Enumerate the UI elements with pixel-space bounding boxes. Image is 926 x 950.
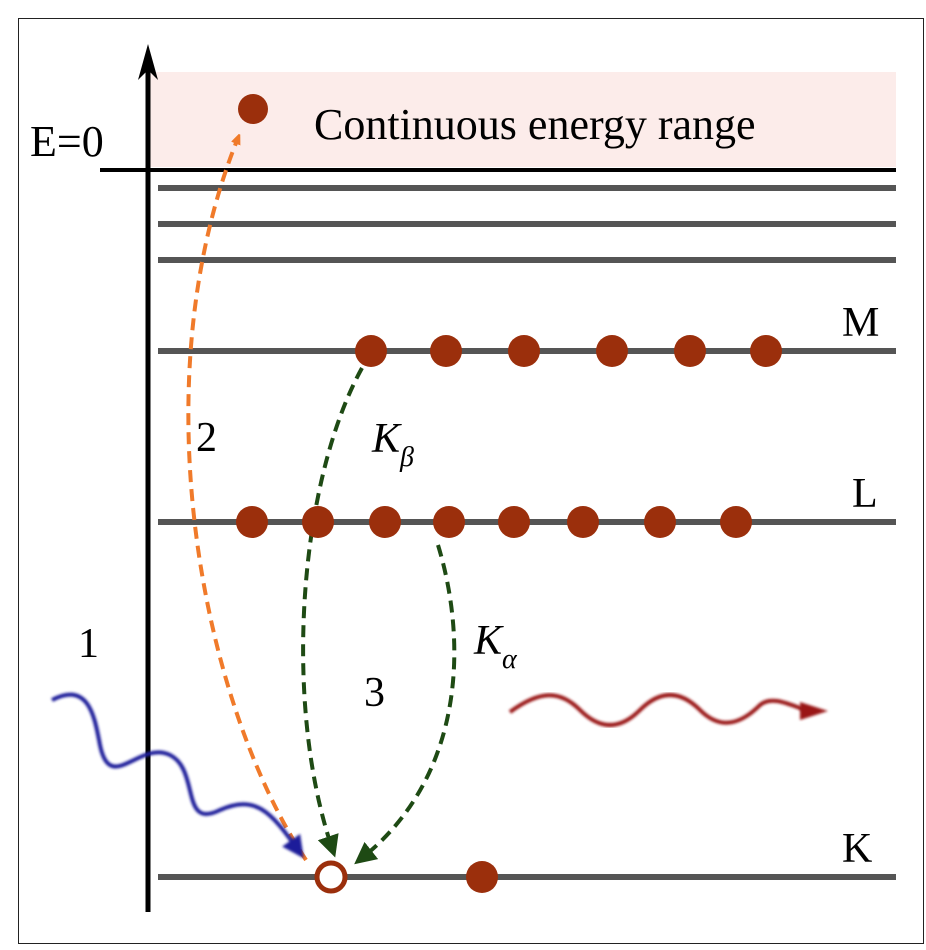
l-electron — [433, 506, 465, 538]
m-electron — [508, 335, 540, 367]
continuum-label: Continuous energy range — [314, 100, 756, 149]
ejected-electron — [238, 94, 268, 124]
l-electron — [236, 506, 268, 538]
step-2-label: 2 — [196, 415, 217, 461]
step-3-label: 3 — [364, 670, 385, 716]
k-shell-label: K — [842, 826, 872, 872]
step-1-label: 1 — [78, 621, 99, 667]
l-shell-electrons — [236, 506, 752, 538]
emitted-photon-arrowhead — [800, 702, 828, 720]
l-electron — [567, 506, 599, 538]
l-shell-label: L — [852, 471, 878, 517]
ionization-arrow — [186, 138, 308, 862]
l-electron — [644, 506, 676, 538]
energy-axis-arrowhead — [138, 44, 158, 80]
m-shell-electrons — [355, 335, 782, 367]
m-electron — [750, 335, 782, 367]
incoming-photon-wave — [51, 692, 304, 859]
k-electron — [466, 861, 498, 893]
ejected-electron-group — [238, 94, 268, 124]
m-shell-label: M — [842, 300, 879, 346]
l-electron — [302, 506, 334, 538]
k-beta-arrow — [301, 367, 364, 858]
k-shell-electrons — [314, 860, 498, 894]
l-electron — [720, 506, 752, 538]
m-electron — [430, 335, 462, 367]
l-electron — [498, 506, 530, 538]
k-beta-subscript: β — [399, 442, 414, 473]
diagram-frame — [18, 18, 924, 944]
k-alpha-main: K — [473, 618, 504, 664]
k-beta-main: K — [371, 416, 402, 462]
m-electron — [596, 335, 628, 367]
energy-zero-label: E=0 — [30, 117, 104, 166]
k-beta-label: Kβ — [371, 416, 414, 473]
continuum-band — [148, 72, 896, 167]
k-alpha-subscript: α — [502, 644, 518, 675]
l-electron — [369, 506, 401, 538]
k-vacancy — [314, 860, 348, 894]
k-alpha-label: Kα — [473, 618, 518, 675]
emitted-photon-wave — [508, 693, 807, 727]
m-electron — [674, 335, 706, 367]
k-alpha-arrow — [354, 544, 457, 865]
m-electron — [355, 335, 387, 367]
